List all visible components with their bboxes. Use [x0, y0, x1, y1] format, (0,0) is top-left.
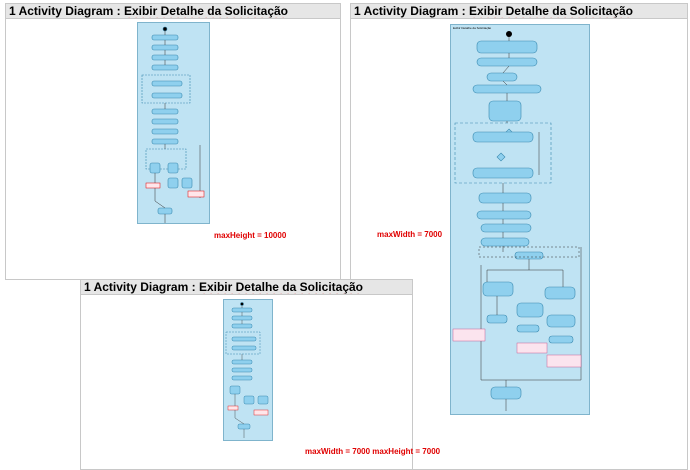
panel-title-prefix: 1 Activity Diagram : — [9, 4, 124, 18]
diagram-frame-label: Exibir Detalhe da Solicitação — [453, 26, 492, 30]
max-width-height-caption: maxWidth = 7000 maxHeight = 7000 — [305, 447, 441, 456]
diagram-graphic — [225, 302, 269, 438]
panel-title: 1 Activity Diagram : Exibir Detalhe da S… — [6, 4, 340, 19]
diagram-graphic — [141, 26, 205, 223]
diagram-graphic — [452, 31, 582, 411]
panel-title-prefix: 1 Activity Diagram : — [84, 280, 199, 294]
panel-title: 1 Activity Diagram : Exibir Detalhe da S… — [351, 4, 687, 19]
max-width-caption: maxWidth = 7000 — [377, 230, 443, 239]
max-height-caption: maxHeight = 10000 — [214, 231, 287, 240]
activity-diagram-large: Exibir Detalhe da Solicitação — [450, 24, 590, 415]
diagram-panel-1: 1 Activity Diagram : Exibir Detalhe da S… — [5, 3, 341, 280]
panel-title-name: Exibir Detalhe da Solicitação — [198, 280, 363, 294]
diagram-panel-3: 1 Activity Diagram : Exibir Detalhe da S… — [80, 279, 440, 470]
panel-title-prefix: 1 Activity Diagram : — [354, 4, 469, 18]
activity-diagram-thumbnail — [137, 22, 210, 224]
panel-title-name: Exibir Detalhe da Solicitação — [468, 4, 633, 18]
activity-diagram-thumbnail — [223, 299, 273, 441]
panel-title: 1 Activity Diagram : Exibir Detalhe da S… — [81, 280, 412, 295]
panel-title-name: Exibir Detalhe da Solicitação — [123, 4, 288, 18]
